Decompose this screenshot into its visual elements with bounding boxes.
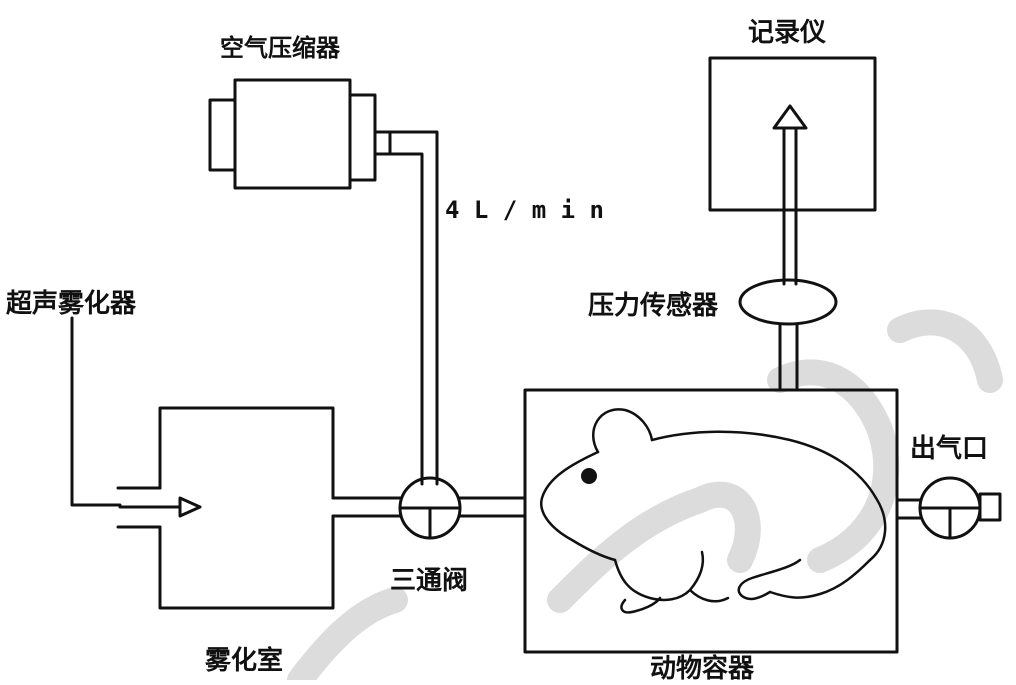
outlet-label: 出气口 bbox=[910, 434, 989, 464]
atomization-chamber-label: 雾化室 bbox=[205, 646, 284, 676]
recorder-label: 记录仪 bbox=[748, 18, 827, 48]
mouse-eye-icon bbox=[581, 468, 597, 484]
watermark bbox=[287, 309, 1003, 685]
compressor-hose bbox=[388, 130, 439, 486]
animal-container-label: 动物容器 bbox=[650, 654, 755, 684]
pressure-sensor-label: 压力传感器 bbox=[588, 291, 719, 321]
atomization-chamber bbox=[158, 406, 335, 610]
air-compressor-label: 空气压缩器 bbox=[220, 34, 340, 62]
recorder-box bbox=[708, 56, 877, 212]
flow-rate-label: 4 L / m i n bbox=[445, 196, 604, 224]
three-way-valve bbox=[398, 476, 462, 540]
signal-arrow bbox=[772, 104, 808, 286]
sensor-tube bbox=[778, 322, 799, 392]
air-compressor bbox=[208, 78, 392, 190]
outlet-valve bbox=[895, 476, 1002, 540]
mouse-illustration bbox=[539, 408, 887, 614]
nebulizer-label: 超声雾化器 bbox=[6, 289, 137, 319]
nebulizer-probe bbox=[116, 486, 202, 529]
nebulizer-lead bbox=[70, 316, 122, 507]
valve-container-pipe bbox=[457, 496, 527, 518]
chamber-valve-pipe bbox=[331, 496, 403, 518]
three-way-valve-label: 三通阀 bbox=[390, 566, 469, 596]
pressure-sensor bbox=[738, 278, 838, 326]
animal-container bbox=[523, 388, 899, 654]
